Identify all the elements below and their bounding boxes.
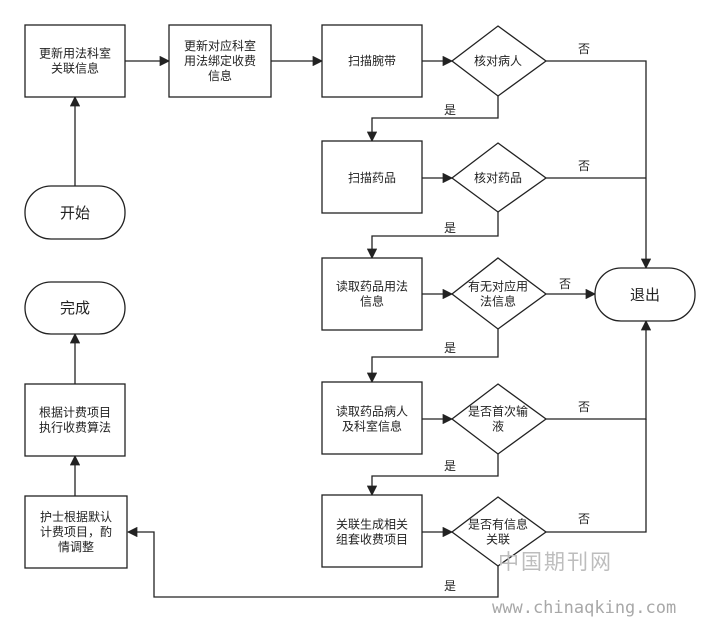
label-has-info-no: 否 [578,512,590,526]
label-line: 关联 [486,533,510,547]
label-line: 组套收费项目 [336,533,408,547]
node-update-dept [24,24,126,98]
edge-check-drug-yes-to-read-usage [366,212,499,260]
edge-check-patient-no-to-exit [546,60,652,270]
watermark-url: www.chinaqking.com [492,598,676,618]
node-update-dept-label: 更新用法科室关联信息 [39,46,111,76]
node-scan-drug-label: 扫描药品 [348,171,396,185]
node-exit [594,267,696,322]
node-check-patient [450,25,548,97]
node-calc [24,383,126,457]
node-nurse-adjust [24,495,128,569]
label-line: 根据计费项目 [39,406,111,420]
label-check-drug-yes: 是 [444,221,456,235]
label-first-infusion-no: 否 [578,400,590,414]
edge-labels: 否 是 否 是 否 是 否 是 否 是 [444,42,590,593]
edge-check-patient-yes-to-scan-drug [366,96,499,143]
label-check-patient-yes: 是 [444,103,456,117]
label-line: 是否有信息 [468,517,528,532]
node-first-infusion-label: 是否首次输液 [468,404,528,434]
node-update-fee-label: 更新对应科室用法绑定收费信息 [184,38,256,83]
node-scan-drug [321,140,423,214]
node-has-usage [450,257,548,330]
label-line: 情调整 [58,539,94,554]
edges [69,55,652,598]
label-check-patient-no: 否 [578,42,590,56]
node-nurse-adjust-label: 护士根据默认计费项目，酌情调整 [40,509,112,554]
node-check-drug [450,142,548,213]
node-read-usage [321,257,423,331]
node-scan-wristband [321,24,423,98]
node-gen-fee-label: 关联生成相关组套收费项目 [336,518,408,547]
label-line: 液 [492,419,504,434]
label-has-info-yes: 是 [444,579,456,593]
node-start [24,185,126,240]
label-line: 及科室信息 [342,419,402,434]
node-finish [24,281,126,335]
label-line: 是否首次输 [468,404,528,419]
watermark: 中国期刊网 www.chinaqking.com [492,550,676,618]
node-texts: 开始 退出 完成 更新用法科室关联信息 更新对应科室用法绑定收费信息 扫描腕带 … [39,38,660,554]
edge-first-infusion-yes-to-gen-fee [366,454,499,497]
label-line: 更新用法科室 [39,46,111,61]
node-check-patient-label: 核对病人 [474,53,522,68]
edge-has-info-yes-to-nurse-adjust [126,526,499,598]
label-line: 核对药品 [474,171,522,185]
label-line: 执行收费算法 [39,420,111,435]
edge-has-info-no-to-exit [546,419,647,533]
label-line: 核对病人 [474,53,522,68]
node-check-drug-label: 核对药品 [474,171,522,185]
label-has-usage-no: 否 [559,277,571,291]
edge-has-usage-yes-to-read-patient-dept [366,329,499,384]
label-line: 读取药品病人 [336,404,408,419]
nodes [24,24,696,569]
label-line: 用法绑定收费 [184,53,256,68]
label-line: 扫描药品 [348,171,396,185]
label-first-infusion-yes: 是 [444,459,456,473]
node-read-usage-label: 读取药品用法信息 [336,280,408,309]
node-has-info-label: 是否有信息关联 [468,517,528,547]
edge-first-infusion-no-to-exit [546,319,652,420]
label-line: 扫描腕带 [348,53,396,68]
node-start-label: 开始 [60,204,90,222]
label-line: 信息 [208,68,232,83]
node-calc-label: 根据计费项目执行收费算法 [39,406,111,435]
node-read-patient-dept-label: 读取药品病人及科室信息 [336,404,408,434]
node-has-info [450,496,548,567]
node-read-patient-dept [321,381,423,455]
node-scan-wristband-label: 扫描腕带 [348,53,396,68]
node-first-infusion [450,383,548,455]
label-line: 信息 [360,294,384,309]
label-line: 关联生成相关 [336,518,408,532]
label-line: 计费项目，酌 [40,525,112,539]
watermark-cn: 中国期刊网 [498,550,613,574]
label-line: 更新对应科室 [184,38,256,53]
node-finish-label: 完成 [60,299,90,317]
label-check-drug-no: 否 [578,159,590,173]
node-update-fee [168,24,272,98]
label-line: 有无对应用 [468,279,528,294]
node-gen-fee [321,494,423,568]
node-exit-label: 退出 [630,286,660,304]
node-has-usage-label: 有无对应用法信息 [468,279,528,309]
label-line: 护士根据默认 [40,509,112,524]
label-has-usage-yes: 是 [444,341,456,355]
label-line: 关联信息 [51,61,99,76]
label-line: 读取药品用法 [336,280,408,294]
label-line: 法信息 [480,294,516,309]
